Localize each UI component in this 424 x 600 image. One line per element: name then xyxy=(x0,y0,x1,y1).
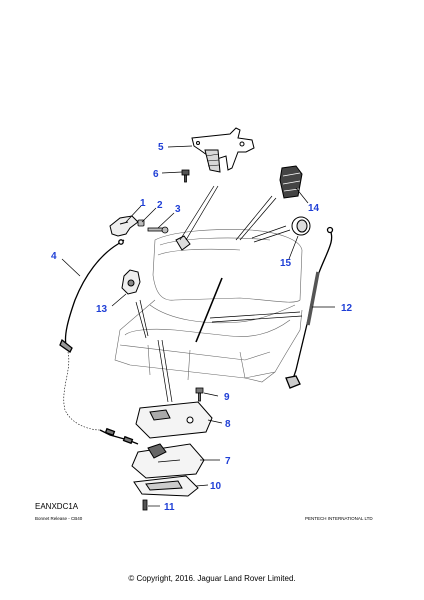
cable-end-section xyxy=(99,427,139,445)
latch-bolt xyxy=(195,387,204,402)
bonnet-stay xyxy=(175,235,223,343)
cable-clip xyxy=(121,269,141,295)
vehicle-outline xyxy=(114,229,303,383)
grommet xyxy=(291,216,311,236)
diagram-subtitle: Bonnet Release - CB40 xyxy=(35,516,83,521)
callout-10: 10 xyxy=(210,481,222,492)
callout-11: 11 xyxy=(164,502,175,513)
bump-stop xyxy=(279,165,303,199)
diagram-reference-code: EANXDC1A xyxy=(35,502,79,511)
callout-7: 7 xyxy=(225,456,231,467)
callout-3: 3 xyxy=(175,204,181,215)
retainer-clips xyxy=(137,219,169,234)
screw xyxy=(142,499,148,511)
callout-5: 5 xyxy=(158,142,164,153)
callout-13: 13 xyxy=(96,304,108,315)
callout-15: 15 xyxy=(280,258,292,269)
callout-6: 6 xyxy=(153,169,159,180)
gas-strut xyxy=(285,226,334,389)
callout-4: 4 xyxy=(51,251,57,262)
secondary-hook-assembly xyxy=(191,127,255,173)
callout-2: 2 xyxy=(157,200,163,211)
primary-latch xyxy=(135,401,213,439)
copyright-notice: © Copyright, 2016. Jaguar Land Rover Lim… xyxy=(128,574,296,583)
callout-9: 9 xyxy=(224,392,230,403)
leader-lines xyxy=(61,145,335,507)
callout-8: 8 xyxy=(225,419,231,430)
bolt xyxy=(181,169,190,183)
callout-12: 12 xyxy=(341,303,353,314)
callout-1: 1 xyxy=(140,198,146,209)
release-cable xyxy=(59,239,125,353)
mounting-plate xyxy=(133,475,199,497)
latch-assembly xyxy=(131,443,205,479)
callout-14: 14 xyxy=(308,203,320,214)
callout-labels: 1 2 3 4 5 6 7 8 9 10 11 12 13 14 15 xyxy=(51,142,353,513)
bonnet-striker xyxy=(109,215,139,237)
publisher-label: PENTECH INTERNATIONAL LTD xyxy=(305,516,373,521)
cable-route xyxy=(63,351,101,431)
